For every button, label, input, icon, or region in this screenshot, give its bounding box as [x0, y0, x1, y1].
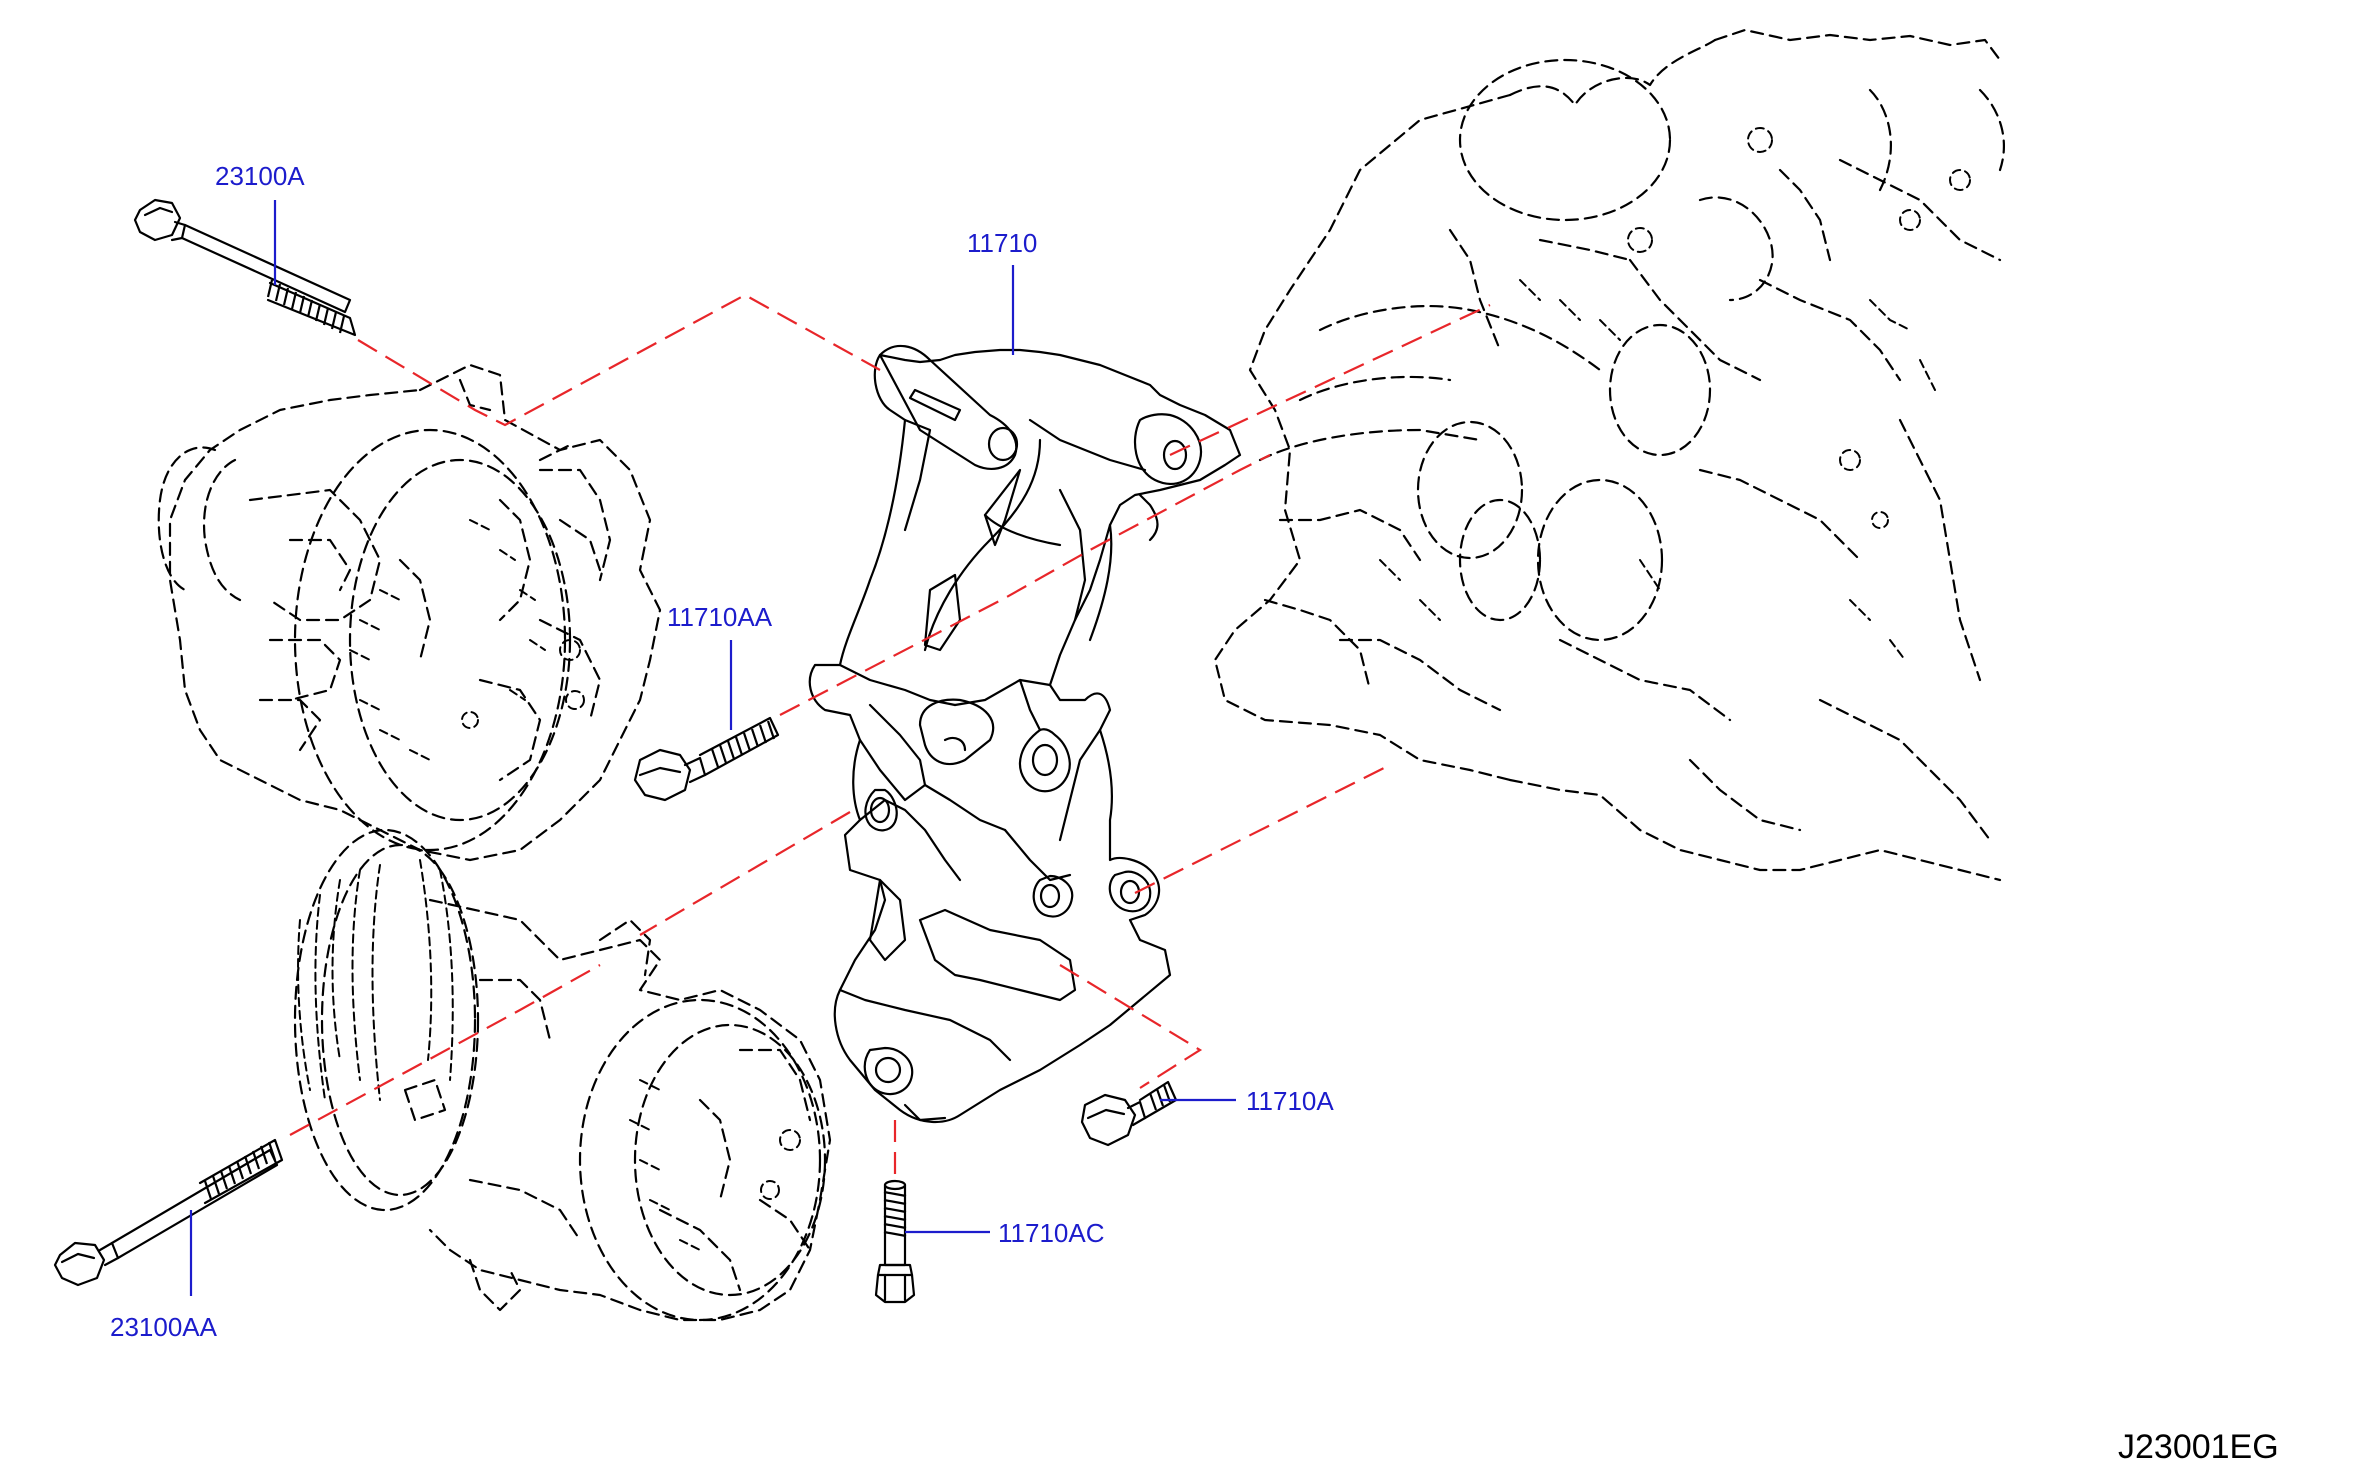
bolt-11710ac	[874, 1179, 916, 1304]
guide-line-bracket-engine-lower	[1134, 764, 1391, 894]
guide-line-23100a	[357, 293, 881, 427]
label-11710: 11710	[967, 228, 1037, 258]
bolt-23100aa	[53, 1138, 284, 1287]
part-labels: 23100A 11710 11710AA 11710A 11710AC 2310…	[110, 161, 2279, 1466]
label-23100aa: 23100AA	[110, 1312, 218, 1342]
guide-line-bracket-engine-upper	[1169, 304, 1491, 456]
label-11710aa: 11710AA	[667, 602, 773, 632]
bracket-11710	[808, 344, 1242, 1124]
alternator	[157, 363, 662, 862]
bolt-23100a	[133, 198, 357, 337]
guide-line-11710aa	[779, 454, 1271, 716]
label-23100a: 23100A	[215, 161, 305, 191]
assembly-guide-lines	[289, 293, 1491, 1180]
leader-lines	[189, 200, 1236, 1296]
engine-block	[1213, 28, 2005, 882]
guide-line-23100aa	[289, 964, 601, 1136]
guide-line-11710a	[1059, 964, 1203, 1089]
bolt-11710aa	[633, 716, 780, 802]
label-11710a: 11710A	[1246, 1086, 1334, 1116]
guide-line-compressor-upper	[639, 811, 851, 936]
label-11710ac: 11710AC	[998, 1218, 1105, 1248]
bolt-11710a	[1080, 1080, 1178, 1147]
figure-code: J23001EG	[2118, 1428, 2279, 1466]
ac-compressor	[293, 828, 832, 1322]
